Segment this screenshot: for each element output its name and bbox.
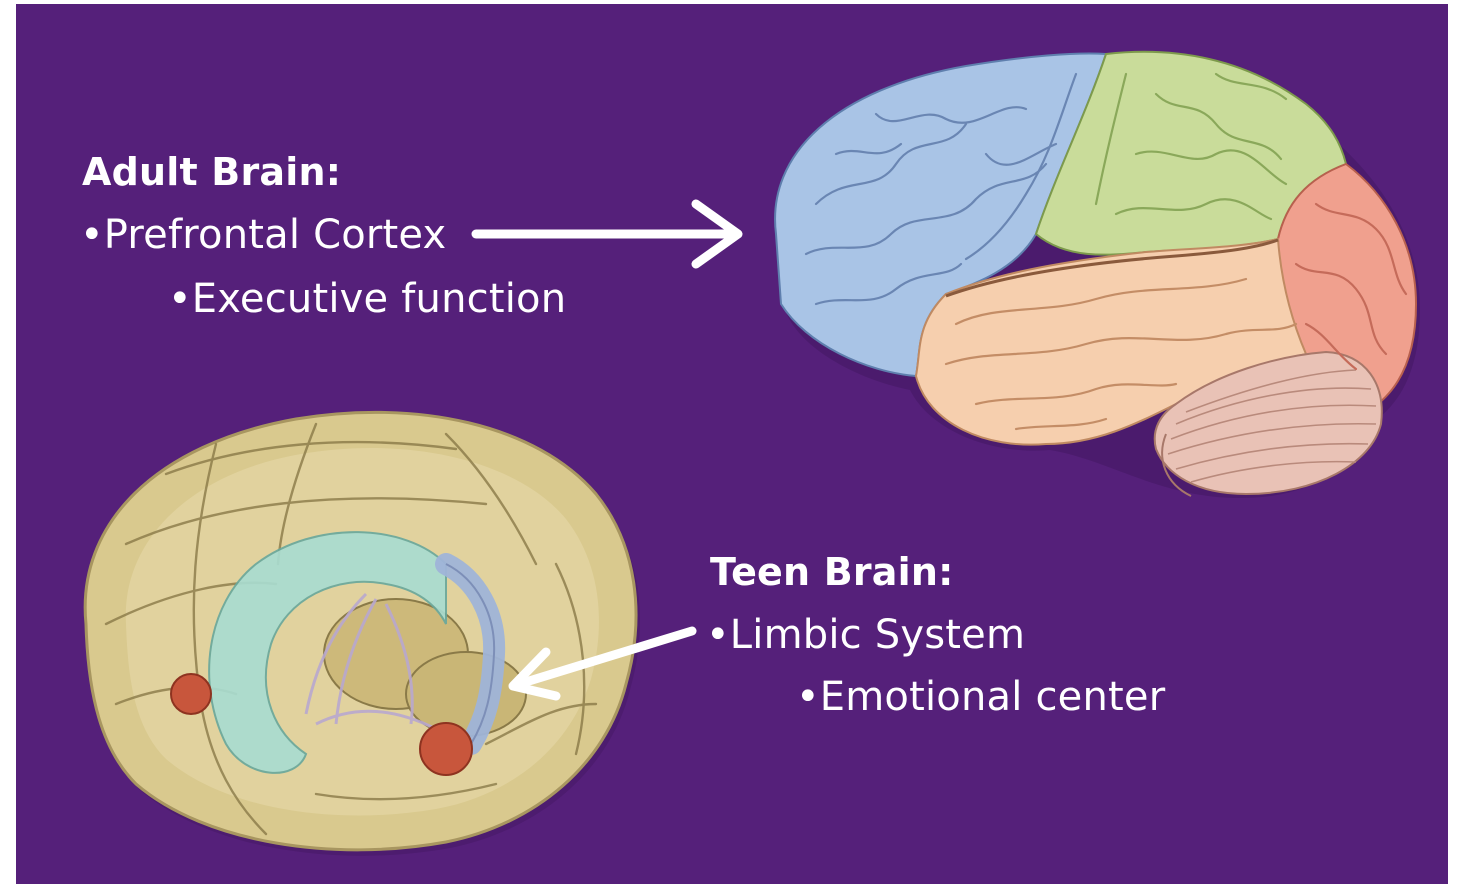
adult-brain-illustration [775, 52, 1420, 498]
amygdala-right [420, 723, 472, 775]
illustration-layer [16, 4, 1448, 884]
adult-arrow [476, 204, 738, 264]
emotional-center-label: •Emotional center [796, 674, 1165, 720]
slide: Adult Brain: •Prefrontal Cortex •Executi… [16, 4, 1448, 884]
adult-brain-heading: Adult Brain: [82, 150, 341, 194]
teen-brain-illustration [85, 412, 640, 855]
teen-brain-heading: Teen Brain: [710, 550, 954, 594]
executive-function-label: •Executive function [168, 276, 566, 322]
limbic-system-label: •Limbic System [706, 612, 1025, 658]
prefrontal-cortex-label: •Prefrontal Cortex [80, 212, 446, 258]
amygdala-left [171, 674, 211, 714]
